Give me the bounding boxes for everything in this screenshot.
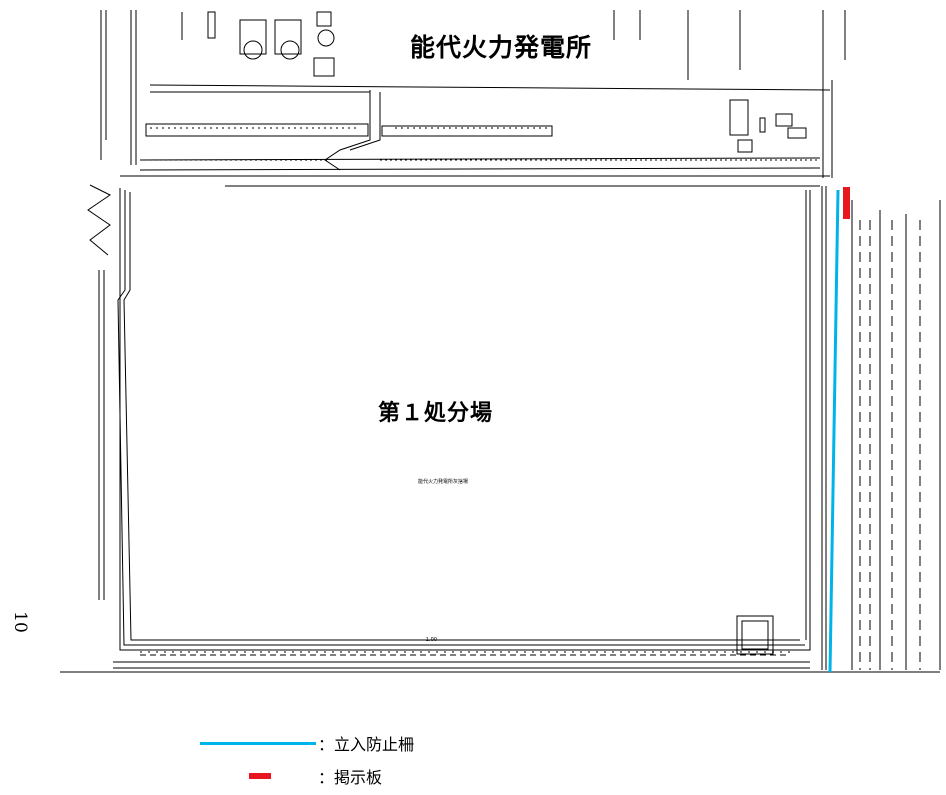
site-name-label: 第１処分場 [378, 401, 494, 426]
inner-sign-label: 能代火力発電所灰捨場 [418, 479, 469, 485]
signboard-marker [843, 187, 850, 219]
fence-line [828, 189, 840, 673]
plant-name-label: 能代火力発電所 [410, 33, 593, 62]
signboard-symbol [249, 773, 271, 779]
legend-item-signboard: ：掲示板 [200, 764, 500, 790]
site-map [60, 10, 941, 673]
elevation-label: -1.00 [424, 637, 437, 643]
legend-label-fence: ：立入防止柵 [318, 735, 415, 754]
page-number: 10 [9, 611, 30, 633]
legend-label-signboard: ：掲示板 [318, 768, 383, 787]
fence-line-symbol [200, 742, 316, 745]
legend-item-fence: ：立入防止柵 [200, 731, 500, 757]
